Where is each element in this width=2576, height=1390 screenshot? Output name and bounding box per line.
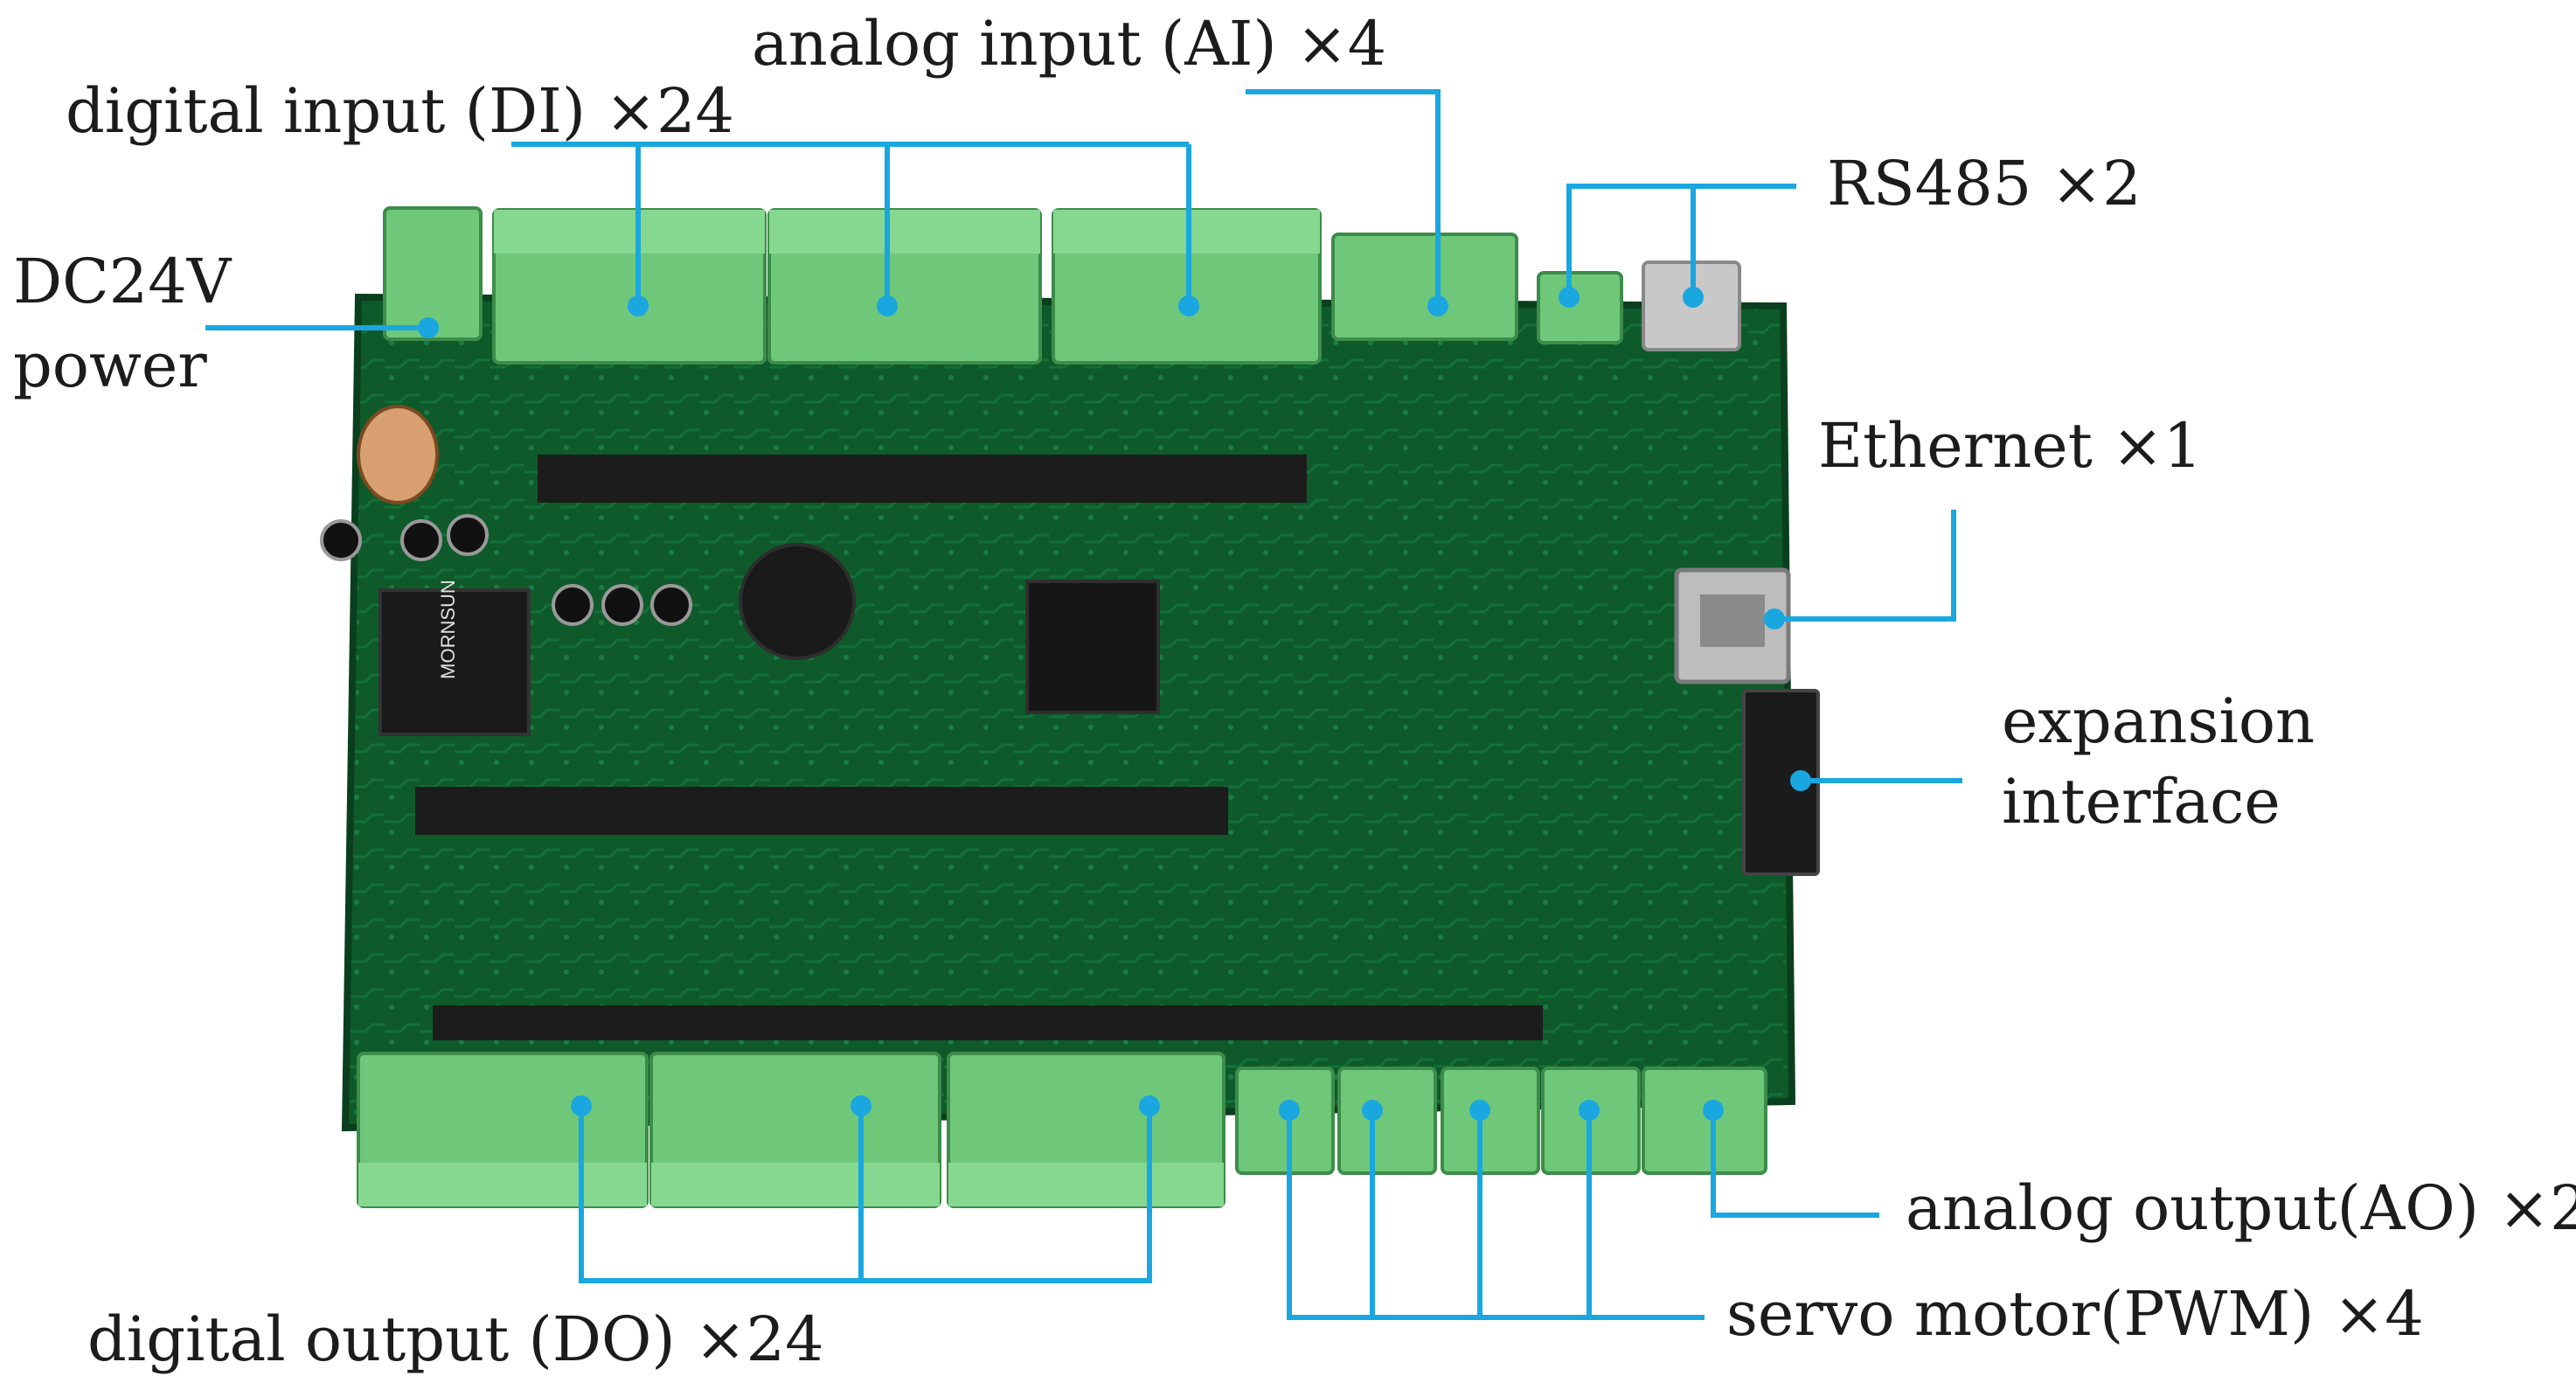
di-terminal-block-2 — [767, 208, 1042, 365]
di-terminal-block-1 — [492, 208, 767, 365]
servo-terminal-2 — [1337, 1067, 1437, 1175]
label-analog-output: analog output(AO) ×2 — [1906, 1172, 2576, 1244]
callout-di — [511, 142, 1191, 306]
ao-terminal — [1642, 1067, 1767, 1175]
label-digital-output: digital output (DO) ×24 — [87, 1303, 824, 1375]
callout-dots — [418, 287, 1811, 1121]
label-servo: servo motor(PWM) ×4 — [1726, 1278, 2424, 1350]
label-analog-input: analog input (AI) ×4 — [752, 8, 1387, 80]
do-terminal-block-2 — [649, 1052, 941, 1208]
optocoupler-row-bottom — [415, 787, 1228, 835]
label-interface: interface — [2002, 766, 2281, 837]
driver-row-bottom — [433, 1005, 1543, 1040]
battery-holder — [739, 543, 856, 660]
label-ethernet: Ethernet ×1 — [1818, 410, 2203, 482]
power-module-label: MORNSUN — [437, 580, 459, 679]
label-expansion: expansion — [2002, 685, 2316, 757]
callout-ai — [1246, 89, 1441, 306]
optocoupler-row-top — [538, 455, 1307, 503]
callout-lines — [205, 89, 1962, 1320]
power-module — [378, 588, 531, 736]
ai-terminal — [1331, 233, 1518, 341]
label-dc24v-power: power — [13, 330, 207, 401]
callout-rs485 — [1566, 184, 1796, 297]
label-rs485: RS485 ×2 — [1827, 148, 2142, 219]
servo-terminal-3 — [1441, 1067, 1540, 1175]
servo-terminal-1 — [1235, 1067, 1335, 1175]
callout-do — [579, 1106, 1152, 1283]
rs485-terminal — [1537, 271, 1623, 344]
callout-ethernet — [1774, 510, 1956, 622]
label-digital-input: digital input (DI) ×24 — [66, 75, 735, 147]
power-terminal — [383, 206, 483, 341]
label-dc24v: DC24V — [13, 246, 232, 317]
mcu-chip — [1025, 580, 1160, 714]
do-terminal-block-3 — [947, 1052, 1226, 1208]
do-terminal-block-1 — [357, 1052, 649, 1208]
callout-ao — [1711, 1110, 1879, 1218]
callout-servo — [1287, 1110, 1705, 1320]
